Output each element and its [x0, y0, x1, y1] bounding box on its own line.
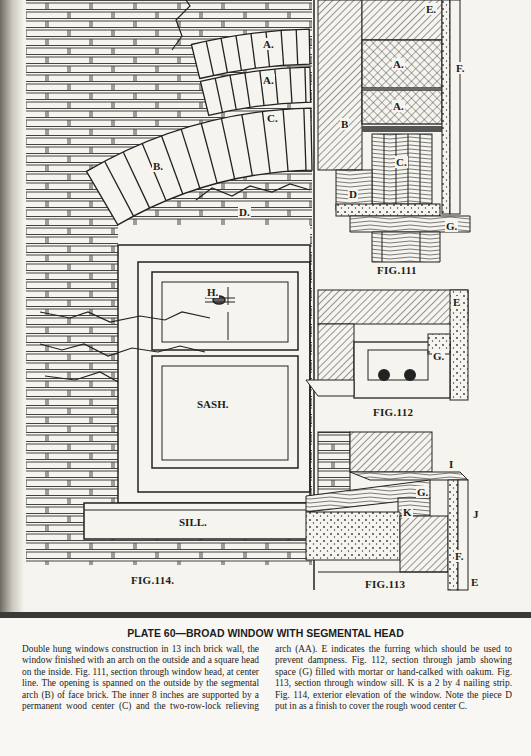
- part-letter: C.: [266, 112, 279, 124]
- part-letter: F.: [454, 550, 464, 562]
- part-letter: SASH.: [196, 398, 230, 410]
- part-letter: I: [448, 458, 454, 470]
- part-letter: J: [472, 508, 480, 520]
- part-letter: E.: [425, 3, 437, 15]
- part-letter: H.: [206, 286, 219, 298]
- figure-label: FIG.111: [376, 264, 418, 276]
- part-letter: F.: [455, 62, 465, 74]
- part-letter: B.: [152, 160, 164, 172]
- part-letter: G.: [416, 486, 429, 498]
- figure-label: FIG.113: [364, 578, 406, 590]
- plate-title: PLATE 60—BROAD WINDOW WITH SEGMENTAL HEA…: [0, 627, 531, 639]
- part-letter: SILL.: [178, 516, 208, 528]
- plate-caption: Double hung windows construction in 13 i…: [22, 644, 512, 712]
- part-letter: A.: [392, 100, 405, 112]
- part-letter: A.: [392, 58, 405, 70]
- part-letter: D.: [238, 206, 251, 218]
- part-letter: E: [470, 576, 479, 588]
- part-letter: C.: [395, 156, 408, 168]
- part-letter: G.: [445, 220, 458, 232]
- part-letter: B: [340, 118, 349, 130]
- figure-label: FIG.112: [372, 406, 414, 418]
- figure-label: FIG.114.: [130, 574, 175, 586]
- part-letter: A.: [262, 38, 275, 50]
- part-letter: E: [452, 296, 461, 308]
- part-letter: G.: [432, 350, 445, 362]
- part-letter: D: [348, 188, 358, 200]
- part-letter: K: [402, 506, 413, 518]
- part-letter: A.: [262, 74, 275, 86]
